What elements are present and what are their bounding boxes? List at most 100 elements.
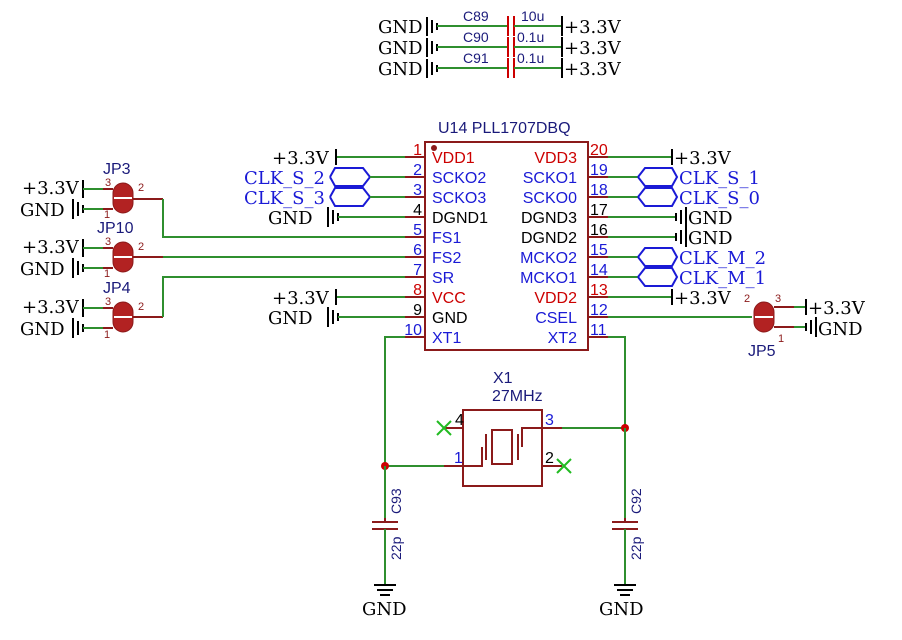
net-label-right-pin19: CLK_S_1: [679, 168, 760, 189]
chip-pin-name: VCC: [432, 290, 466, 307]
net-label-right-pin15: CLK_M_2: [679, 248, 766, 269]
cap-gnd-c93: GND: [362, 599, 407, 620]
cap-ref-c93: C93: [388, 488, 404, 514]
crystal-pin-2: 2: [545, 450, 554, 467]
crystal-x1: X1 27MHz 4 1 3 2: [436, 370, 572, 487]
chip-pin-name: DGND1: [432, 210, 488, 227]
ground-symbol-pin16: [675, 227, 687, 247]
chip-pin-number: 12: [590, 302, 608, 319]
ground-symbol-pin17: [675, 207, 687, 227]
net-flag-clk-s-3: [329, 187, 372, 207]
chip-pin-number: 14: [590, 262, 608, 279]
jumper-ref-jp10: JP10: [97, 220, 134, 237]
cap-c93: GND C93 22p: [362, 466, 407, 620]
jumper-gnd-jp3: GND: [20, 200, 65, 221]
chip-pin-name: SR: [432, 270, 454, 287]
jumper-pin-jp10-c: 1: [104, 268, 110, 280]
net-flag-clk-m-2: [637, 247, 679, 267]
chip-pin-name: XT1: [432, 330, 461, 347]
cap-ref-c92: C92: [628, 488, 644, 514]
crystal-value: 27MHz: [492, 388, 543, 405]
crystal-symbol: [463, 427, 542, 467]
cap-c92: GND C92 22p: [599, 428, 644, 620]
chip-pin-number: 1: [413, 142, 422, 159]
jumper-ref-jp5: JP5: [748, 343, 776, 360]
ground-symbol-c89: [426, 17, 438, 36]
pwr-label-c90: +3.3V: [564, 38, 622, 59]
jumper-pin-jp4-b: 2: [138, 301, 144, 313]
chip-pin-name: MCKO1: [520, 270, 577, 287]
chip-pin-name: VDD1: [432, 150, 475, 167]
jumper-pin-jp5-b: 3: [775, 293, 781, 305]
chip-pin-number: 18: [590, 182, 608, 199]
gnd-label-c89: GND: [378, 17, 423, 38]
chip-pin-number: 11: [590, 322, 607, 339]
net-label-right-pin14: CLK_M_1: [679, 268, 766, 289]
jumper-pin-jp3-a: 3: [105, 177, 111, 189]
chip-pin-number: 20: [590, 142, 608, 159]
ground-symbol-jp3: [72, 199, 84, 219]
ground-symbol-jp5: [805, 317, 817, 337]
chip-pin-number: 15: [590, 242, 608, 259]
net-label-left-pin8: +3.3V: [272, 288, 330, 309]
left-nets: +3.3V CLK_S_2 CLK_S_3 GND +3.3V GND: [244, 148, 455, 467]
jumper-gnd-jp4: GND: [20, 319, 65, 340]
chip-pin-number: 6: [413, 242, 422, 259]
ground-symbol-pin4: [327, 207, 339, 227]
chip-pin-name: XT2: [548, 330, 577, 347]
chip-pin-name: CSEL: [535, 310, 577, 327]
ground-symbol-c90: [426, 38, 438, 57]
jumper-pwr-jp4: +3.3V: [22, 297, 80, 318]
ground-symbol-jp4: [72, 318, 84, 338]
cap-value-c93: 22p: [388, 536, 404, 560]
chip-pin-name: DGND3: [521, 210, 577, 227]
crystal-pin-4: 4: [455, 412, 464, 429]
net-flag-clk-s-0: [637, 187, 679, 207]
net-flag-clk-m-1: [637, 267, 679, 287]
gnd-label-c90: GND: [378, 38, 423, 59]
crystal-pin-3: 3: [545, 412, 554, 429]
jumper-pwr-jp10: +3.3V: [22, 237, 80, 258]
chip-pin-name: MCKO2: [520, 250, 577, 267]
jumper-jp4: JP4 +3.3V GND 3 2 1: [20, 276, 405, 341]
chip-pin-number: 13: [590, 282, 608, 299]
crystal-pin-1: 1: [454, 450, 463, 467]
chip-pin-name: VDD2: [534, 290, 577, 307]
net-label-left-pin2: CLK_S_2: [244, 168, 325, 189]
ground-symbol-jp10: [72, 258, 84, 278]
chip-body: [424, 141, 589, 351]
cap-value-c92: 22p: [628, 536, 644, 560]
net-flag-clk-s-1: [637, 167, 679, 187]
chip-pin-name: SCKO1: [523, 170, 577, 187]
jumper-pin-jp4-a: 3: [105, 296, 111, 308]
jumper-pin-jp5-a: 2: [744, 293, 750, 305]
chip-pin-name: SCKO3: [432, 190, 486, 207]
jumper-jp5: 2 3 1 +3.3V GND JP5: [744, 293, 866, 360]
chip-title: U14 PLL1707DBQ: [438, 120, 571, 137]
jumper-ref-jp3: JP3: [103, 161, 131, 178]
net-label-right-pin16: GND: [688, 228, 733, 249]
jumper-pin-jp10-a: 3: [105, 236, 111, 248]
net-label-left-pin9: GND: [268, 308, 313, 329]
jumper-pin-jp5-c: 1: [778, 333, 784, 345]
cap-value-c90: 0.1u: [517, 29, 544, 45]
jumper-ref-jp4: JP4: [103, 280, 131, 297]
jumper-jp10: JP10 +3.3V GND 3 2 1: [20, 220, 405, 280]
chip-pin-number: 2: [413, 162, 422, 179]
chip-pin-name: VDD3: [534, 150, 577, 167]
pwr-label-c89: +3.3V: [564, 17, 622, 38]
ground-symbol-c93: [374, 584, 396, 596]
crystal-ref: X1: [493, 370, 513, 387]
chip-pin-name: GND: [432, 310, 468, 327]
jumper-pin-jp4-c: 1: [104, 329, 110, 341]
cap-value-c91: 0.1u: [517, 50, 544, 66]
chip-right-pins: 20VDD319SCKO118SCKO017DGND316DGND215MCKO…: [520, 142, 608, 347]
chip-pin-name: DGND2: [521, 230, 577, 247]
chip-pin-number: 16: [590, 222, 608, 239]
chip-pin-name: SCKO0: [523, 190, 577, 207]
chip-pin-number: 9: [413, 302, 422, 319]
no-connect-pin4-icon: [436, 420, 452, 436]
chip-pin-name: FS2: [432, 250, 461, 267]
ground-symbol-c91: [426, 59, 438, 78]
